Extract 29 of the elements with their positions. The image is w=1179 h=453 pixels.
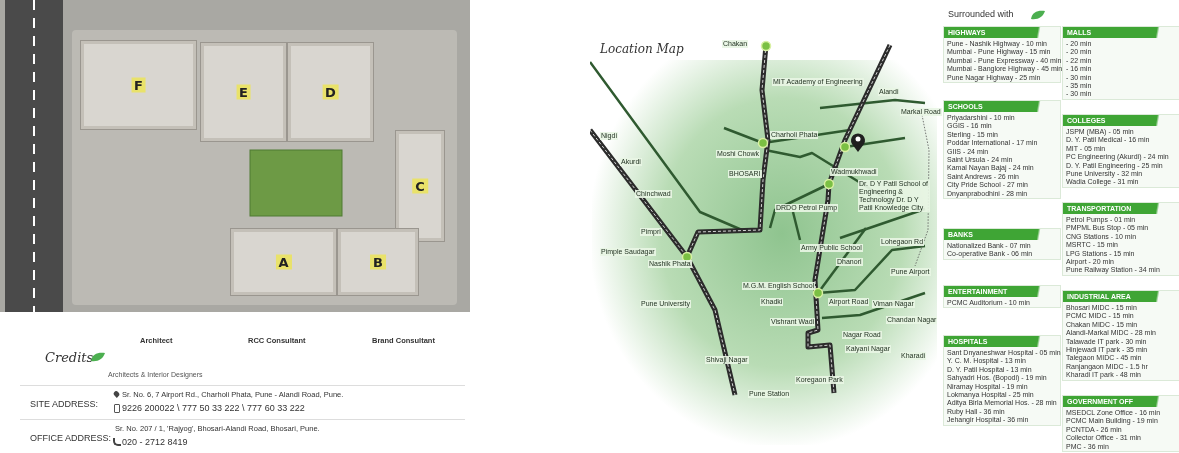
building-block [337, 228, 419, 296]
list-card [1062, 395, 1179, 452]
building-letter: C [412, 178, 428, 194]
list-card [943, 335, 1061, 426]
address-heading: OFFICE ADDRESS: [30, 433, 111, 443]
list-card [943, 228, 1061, 260]
building-letter: E [236, 84, 251, 100]
list-card [943, 285, 1061, 309]
building-letter: F [131, 77, 146, 93]
building-block [395, 130, 445, 242]
building-letter: D [322, 84, 339, 100]
list-card [1062, 26, 1179, 100]
building-letter: A [275, 254, 292, 270]
phone-numbers: 020 - 2712 8419 [122, 437, 188, 447]
list-card [1062, 290, 1179, 381]
list-card [1062, 114, 1179, 188]
building-letter: B [370, 254, 386, 270]
building-block [80, 40, 197, 130]
list-card [943, 26, 1061, 83]
list-card [943, 100, 1061, 199]
address-heading: SITE ADDRESS: [30, 399, 99, 409]
building-block [287, 42, 374, 142]
phone-numbers: 9226 200022 \ 777 50 33 222 \ 777 60 33 222 [122, 403, 305, 413]
map-title: Location Map [600, 42, 684, 56]
list-card [1062, 202, 1179, 276]
building-block [200, 42, 287, 142]
credits-heading: Credits [45, 350, 94, 365]
section-title: Surrounded with [948, 9, 1014, 19]
building-block [230, 228, 337, 296]
